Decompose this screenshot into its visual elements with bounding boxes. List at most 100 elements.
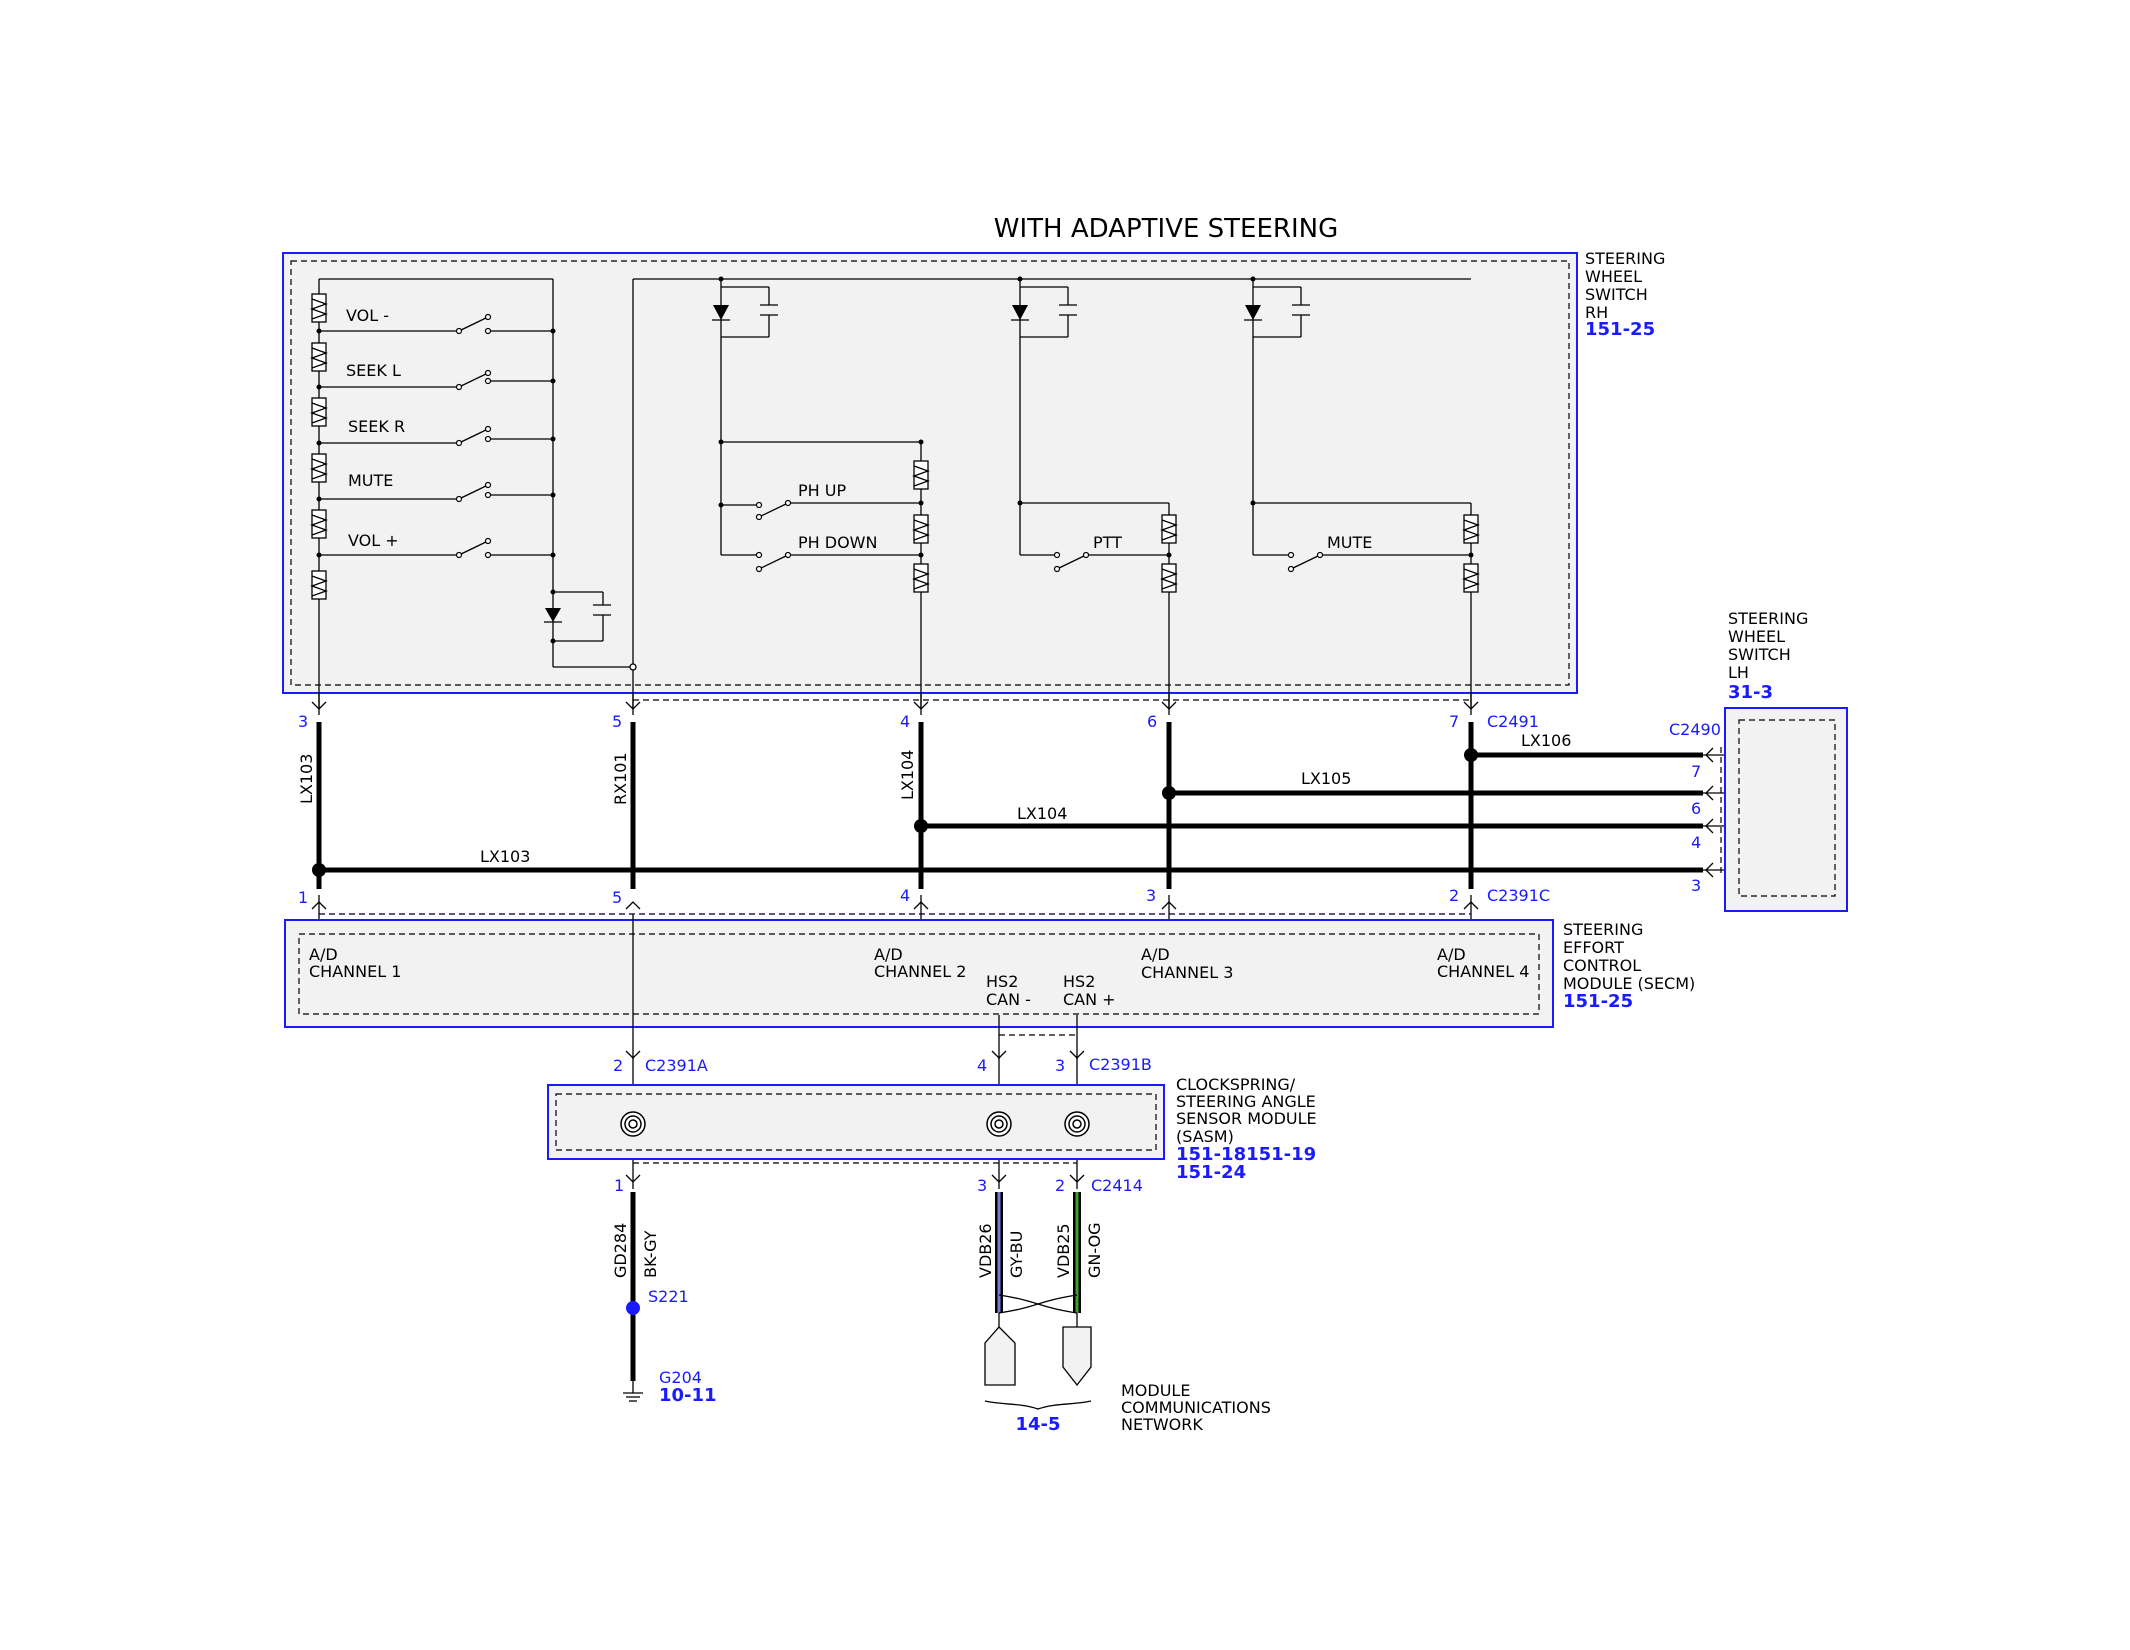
network-label-1: MODULE <box>1121 1381 1190 1400</box>
pin-number: 5 <box>612 712 622 731</box>
network-label-3: NETWORK <box>1121 1415 1203 1433</box>
pin-number: 7 <box>1691 762 1701 781</box>
swslh-label-1: STEERING <box>1728 609 1808 628</box>
steering-wheel-switch-rh: STEERING WHEEL SWITCH RH 151-25 <box>282 249 1665 707</box>
network-link-arrow-icon <box>1062 1326 1092 1387</box>
secm-label-1: STEERING <box>1563 920 1643 939</box>
sasm-reference-link[interactable]: 151-24 <box>1176 1162 1246 1183</box>
pin-number: 3 <box>298 712 308 731</box>
wire-color-gy-bu: GY-BU <box>1007 1231 1026 1278</box>
secm-label-4: MODULE (SECM) <box>1563 974 1695 993</box>
connector-c2391c-label: C2391C <box>1487 886 1550 905</box>
splice-s221-label: S221 <box>648 1287 689 1306</box>
circuit-label-lx103-vertical: LX103 <box>297 754 316 804</box>
switch-label-mute-2: MUTE <box>1327 533 1372 552</box>
swsrh-label-1: STEERING <box>1585 249 1665 268</box>
pin-number: 3 <box>1055 1056 1065 1075</box>
swsrh-label-3: SWITCH <box>1585 285 1648 304</box>
diagram-title: WITH ADAPTIVE STEERING <box>994 217 1339 244</box>
switch-label-seek-r: SEEK R <box>348 417 405 436</box>
switch-label-vol-plus: VOL + <box>348 531 399 550</box>
ground-icon <box>623 1381 643 1402</box>
circuit-label-rx101: RX101 <box>611 752 630 805</box>
switch-label-ptt: PTT <box>1093 533 1122 552</box>
secm-channel-3-label: A/D <box>1141 945 1170 964</box>
pin-number: 1 <box>298 888 308 907</box>
secm-channel-1-label: CHANNEL 1 <box>309 962 401 981</box>
connector-c2490-label: C2490 <box>1669 720 1721 739</box>
sasm-label-3: SENSOR MODULE <box>1176 1109 1317 1128</box>
clockspring-sasm: CLOCKSPRING/ STEERING ANGLE SENSOR MODUL… <box>547 1075 1317 1183</box>
swslh-label-2: WHEEL <box>1728 627 1785 646</box>
secm-to-sasm-wires: 2 C2391A 4 3 C2391B <box>613 914 1152 1087</box>
secm-channel-2-label: A/D <box>874 945 903 964</box>
pin-number: 6 <box>1147 712 1157 731</box>
network-link-arrow-icon <box>984 1326 1016 1386</box>
lower-harness: 1 3 2 C2414 S221 G204 10-11 GD284 BK-GY … <box>611 1160 1271 1433</box>
secm-can-plus-label: HS2 <box>1063 972 1095 991</box>
harness-main <box>311 693 1741 932</box>
clockspring-coil-icon <box>620 1111 1090 1137</box>
circuit-label-lx104-vertical: LX104 <box>898 750 917 800</box>
sasm-label-4: (SASM) <box>1176 1127 1234 1146</box>
circuit-label-lx105: LX105 <box>1301 769 1351 788</box>
resistor-ladder-left: VOL - SEEK L SEEK R MUTE VOL + <box>310 278 633 707</box>
splice-s221-icon <box>626 1301 640 1315</box>
secm-reference-link[interactable]: 151-25 <box>1563 991 1633 1012</box>
circuit-label-vdb26: VDB26 <box>976 1223 995 1278</box>
sasm-reference-link[interactable]: 151-18151-19 <box>1176 1144 1316 1165</box>
pin-number: 5 <box>612 888 622 907</box>
steering-wheel-switch-lh: STEERING WHEEL SWITCH LH 31-3 <box>1724 609 1848 912</box>
ground-g204-label: G204 <box>659 1368 702 1387</box>
secm-channel-4-label: CHANNEL 4 <box>1437 962 1529 981</box>
connector-c2391b-label: C2391B <box>1089 1055 1152 1074</box>
pin-number: 4 <box>900 712 910 731</box>
switch-label-mute: MUTE <box>348 471 393 490</box>
switch-label-seek-l: SEEK L <box>346 361 401 380</box>
pin-number: 2 <box>1055 1176 1065 1195</box>
switch-group-ptt: PTT <box>1011 276 1178 707</box>
secm-can-plus-label: CAN + <box>1063 990 1116 1009</box>
swslh-label-4: LH <box>1728 663 1749 682</box>
switch-label-ph-down: PH DOWN <box>798 533 877 552</box>
pin-number: 4 <box>977 1056 987 1075</box>
switch-group-phone: PH UP PH DOWN <box>712 276 930 707</box>
circuit-label-gd284: GD284 <box>611 1223 630 1278</box>
connector-c2414-label: C2414 <box>1091 1176 1143 1195</box>
swslh-reference-link[interactable]: 31-3 <box>1728 682 1773 703</box>
secm-channel-4-label: A/D <box>1437 945 1466 964</box>
swsrh-label-4: RH <box>1585 303 1608 322</box>
swslh-label-3: SWITCH <box>1728 645 1791 664</box>
twisted-pair-icon <box>998 1294 1078 1314</box>
swsrh-label-2: WHEEL <box>1585 267 1642 286</box>
swsrh-reference-link[interactable]: 151-25 <box>1585 319 1655 340</box>
pin-number: 7 <box>1449 712 1459 731</box>
sasm-label-2: STEERING ANGLE <box>1176 1092 1316 1111</box>
wiring-diagram: WITH ADAPTIVE STEERING STEERING WHEEL SW… <box>282 217 1848 1433</box>
secm-channel-2-label: CHANNEL 2 <box>874 962 966 981</box>
pin-number: 2 <box>613 1056 623 1075</box>
network-brace-icon <box>984 1400 1092 1410</box>
switch-label-ph-up: PH UP <box>798 481 846 500</box>
circuit-label-lx104: LX104 <box>1017 804 1067 823</box>
network-reference-link[interactable]: 14-5 <box>1015 1414 1060 1433</box>
switch-group-mute: MUTE <box>1244 276 1480 707</box>
circuit-label-lx106: LX106 <box>1521 731 1571 750</box>
steering-effort-control-module: A/D CHANNEL 1 A/D CHANNEL 2 A/D CHANNEL … <box>284 919 1695 1028</box>
network-label-2: COMMUNICATIONS <box>1121 1398 1271 1417</box>
pin-number: 3 <box>1146 886 1156 905</box>
diode-icon <box>544 589 611 644</box>
pin-number: 6 <box>1691 799 1701 818</box>
ground-reference-link[interactable]: 10-11 <box>659 1385 717 1406</box>
resistor-icon <box>310 293 328 600</box>
wire-color-bk-gy: BK-GY <box>641 1230 660 1278</box>
secm-label-3: CONTROL <box>1563 956 1641 975</box>
secm-label-2: EFFORT <box>1563 938 1624 957</box>
pin-number: 4 <box>900 886 910 905</box>
wire-color-gn-og: GN-OG <box>1085 1222 1104 1278</box>
connector-c2391a-label: C2391A <box>645 1056 708 1075</box>
pin-number: 3 <box>1691 876 1701 895</box>
sasm-label-1: CLOCKSPRING/ <box>1176 1075 1296 1094</box>
secm-can-minus-label: HS2 <box>986 972 1018 991</box>
switch-label-vol-minus: VOL - <box>346 306 389 325</box>
